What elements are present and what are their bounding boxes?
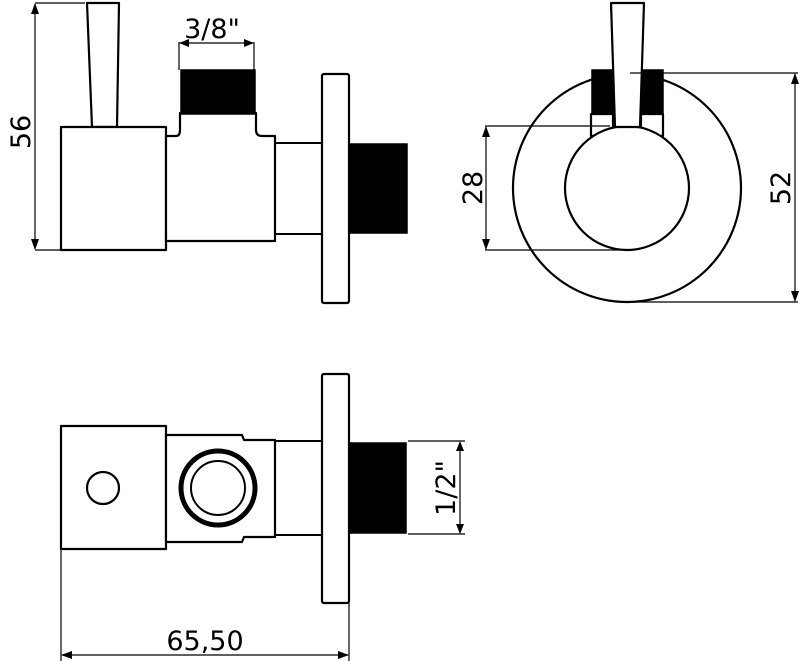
- dim-label-52: 52: [766, 171, 797, 205]
- thread-right: [640, 69, 664, 115]
- lever-handle: [85, 1, 121, 129]
- front-view: 28 52: [458, 1, 799, 304]
- valve-body-middle: [164, 111, 277, 243]
- dim-outlet-3-8: 3/8": [178, 14, 255, 70]
- dim-label-3-8: 3/8": [184, 14, 240, 45]
- rosette-flange-top: [320, 372, 351, 605]
- inlet-thread-top: [349, 442, 407, 534]
- dim-label-28: 28: [458, 171, 489, 205]
- inlet-thread: [349, 143, 408, 234]
- dim-label-65-50: 65,50: [166, 626, 243, 657]
- handle-pivot-circle: [85, 470, 121, 506]
- outlet-thread: [180, 69, 256, 115]
- dim-height-56: 56: [6, 2, 85, 251]
- dim-label-1-2: 1/2": [431, 460, 462, 516]
- top-view: 1/2" 65,50: [59, 372, 465, 661]
- outlet-port-inner: [190, 460, 246, 516]
- lever-handle-front: [609, 1, 646, 129]
- dim-inlet-1-2: 1/2": [408, 440, 465, 535]
- dim-length-65-50: 65,50: [60, 550, 350, 661]
- thread-left: [591, 69, 614, 115]
- dim-diameter-28: 28: [458, 125, 625, 251]
- side-view: 56 3/8": [6, 1, 408, 305]
- valve-body-left: [59, 125, 168, 252]
- dim-diameter-52: 52: [627, 72, 799, 303]
- rosette-flange: [320, 72, 351, 305]
- body-inner-circle: [563, 124, 691, 252]
- dim-label-56: 56: [6, 115, 37, 149]
